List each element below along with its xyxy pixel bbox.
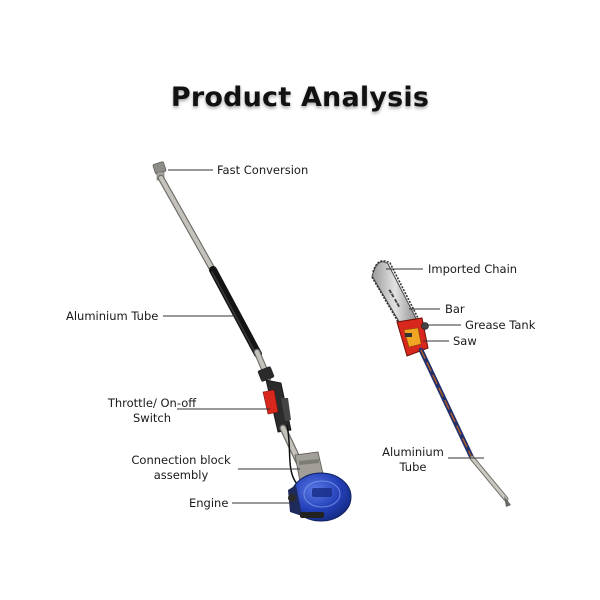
grease-tank-cap — [421, 322, 429, 330]
saw-shaft-decal — [420, 349, 473, 459]
throttle-cable — [286, 424, 298, 485]
label-aluminium-right-line1: Aluminium — [382, 445, 444, 459]
saw-shaft-lower — [470, 456, 508, 501]
label-aluminium-right-line2: Tube — [399, 460, 427, 474]
shaft-clamp — [257, 366, 275, 382]
pole-saw-attachment: ▬▬ ▬▬ — [371, 260, 511, 507]
label-aluminium-tube-left: Aluminium Tube — [66, 309, 159, 323]
connection-block-rib — [298, 458, 320, 466]
label-throttle-line1: Throttle/ On-off — [107, 396, 197, 410]
engine-body — [288, 472, 352, 522]
label-imported-chain: Imported Chain — [428, 262, 518, 276]
label-connection-line2: assembly — [153, 468, 209, 482]
foam-grip-highlight — [211, 271, 256, 353]
label-fast-conversion: Fast Conversion — [217, 163, 309, 177]
throttle-handle — [262, 379, 292, 433]
label-engine: Engine — [189, 496, 229, 510]
spline-tip — [504, 496, 511, 507]
foam-grip — [209, 266, 262, 358]
label-bar: Bar — [445, 302, 465, 316]
pole-pruner-engine-unit — [152, 161, 352, 522]
label-aluminium-tube-right: Aluminium Tube — [375, 445, 451, 475]
label-throttle-switch: Throttle/ On-off Switch — [96, 396, 208, 426]
label-connection-line1: Connection block — [131, 453, 231, 467]
label-throttle-line2: Switch — [132, 411, 172, 425]
page-title: Product Analysis — [170, 82, 430, 113]
label-connection-block: Connection block assembly — [122, 453, 240, 483]
upper-shaft — [158, 175, 217, 275]
leader-lines — [163, 169, 484, 504]
saw-head-gearbox — [396, 317, 429, 357]
label-grease-tank: Grease Tank — [465, 318, 536, 332]
label-saw: Saw — [453, 334, 477, 348]
saw-chain — [372, 260, 421, 323]
